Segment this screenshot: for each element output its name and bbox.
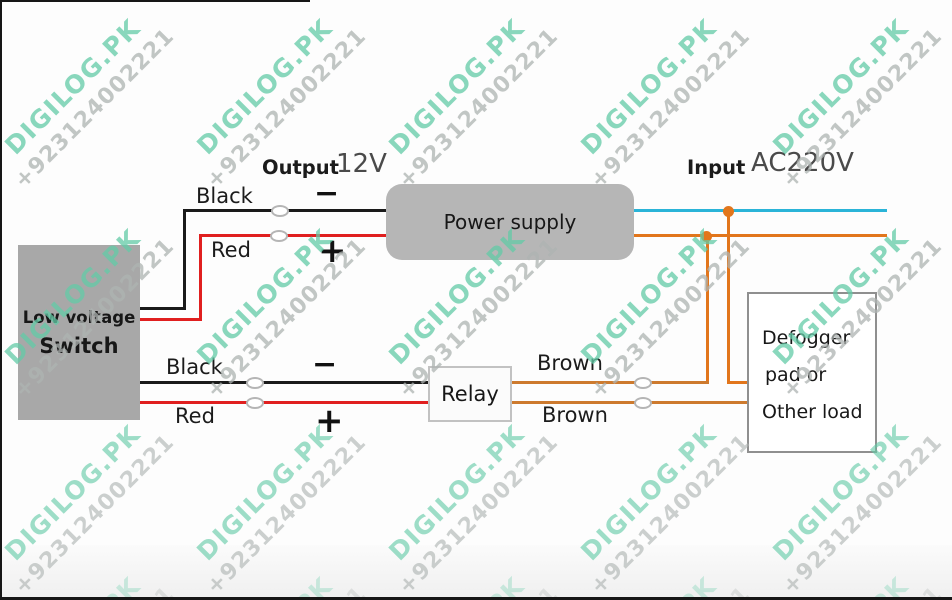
label-brown-top: Brown bbox=[537, 351, 603, 375]
watermark-brand-text: DIGILOG.PK bbox=[767, 13, 915, 161]
label-bottom-black: Black bbox=[166, 355, 223, 379]
label-bottom-red: Red bbox=[175, 404, 215, 428]
wire-red-bottom bbox=[140, 401, 428, 404]
connector-oval-brown-top bbox=[634, 377, 652, 389]
label-top-red: Red bbox=[211, 238, 251, 262]
wire-brown-bottom bbox=[512, 401, 748, 404]
frame-edge-top bbox=[0, 0, 310, 2]
relay-box: Relay bbox=[428, 366, 512, 422]
wire-black-top-vertical bbox=[183, 209, 186, 310]
watermark-brand-text: DIGILOG.PK bbox=[575, 13, 723, 161]
label-brown-bottom: Brown bbox=[542, 403, 608, 427]
power-supply-label: Power supply bbox=[443, 210, 577, 234]
wire-orange-drop-right bbox=[727, 211, 730, 384]
wire-ac-live-orange bbox=[634, 234, 887, 237]
wire-red-top-stub bbox=[140, 318, 202, 321]
power-supply-box: Power supply bbox=[386, 184, 634, 260]
wire-orange-drop-left bbox=[706, 236, 709, 384]
watermark-phone-text: +923124002221 bbox=[393, 23, 564, 194]
watermark-brand-text: DIGILOG.PK bbox=[383, 13, 531, 161]
output-caption: Output bbox=[262, 156, 339, 179]
connector-oval-bottom-red bbox=[246, 397, 264, 409]
bottom-shade-band bbox=[0, 545, 952, 600]
watermark-tile: DIGILOG.PK+923124002221 bbox=[717, 0, 952, 231]
watermark-phone-text: +923124002221 bbox=[9, 23, 180, 194]
wire-black-top-stub bbox=[140, 307, 186, 310]
output-voltage-value: 12V bbox=[336, 149, 387, 179]
connector-oval-brown-bottom bbox=[634, 397, 652, 409]
plus-sign-bottom: + bbox=[315, 401, 344, 441]
connector-oval-top-red bbox=[270, 230, 288, 242]
switch-label-line2: Switch bbox=[39, 333, 119, 358]
load-label-line1: Defogger bbox=[762, 327, 851, 349]
frame-edge-left bbox=[0, 0, 2, 600]
watermark-tile: DIGILOG.PK+923124002221 bbox=[0, 0, 217, 231]
minus-sign-top: − bbox=[314, 176, 340, 211]
relay-label: Relay bbox=[441, 382, 499, 406]
label-top-black: Black bbox=[196, 184, 253, 208]
watermark-tile: DIGILOG.PK+923124002221 bbox=[141, 0, 410, 231]
defogger-load-box: Defogger pad or Other load bbox=[747, 292, 877, 453]
minus-sign-bottom: − bbox=[312, 347, 338, 382]
frame-edge-bottom bbox=[0, 597, 952, 600]
watermark-brand-text: DIGILOG.PK bbox=[191, 13, 339, 161]
wire-black-bottom bbox=[140, 381, 428, 384]
plus-sign-top: + bbox=[318, 231, 347, 271]
wire-red-top-horizontal bbox=[199, 234, 387, 237]
connector-oval-top-black bbox=[271, 205, 289, 217]
wire-red-top-vertical bbox=[199, 234, 202, 321]
input-voltage-value: AC220V bbox=[751, 148, 854, 178]
load-label-line2: pad or bbox=[765, 364, 827, 386]
low-voltage-switch-box: Low voltage Switch bbox=[18, 245, 140, 420]
wire-orange-into-load bbox=[727, 381, 748, 384]
watermark-brand-text: DIGILOG.PK bbox=[0, 13, 147, 161]
load-label-line3: Other load bbox=[762, 401, 863, 423]
wire-ac-neutral-cyan bbox=[634, 209, 887, 212]
wire-brown-top bbox=[512, 381, 709, 384]
junction-dot-cyan-line bbox=[723, 206, 734, 217]
switch-label-line1: Low voltage bbox=[22, 307, 136, 327]
connector-oval-bottom-black bbox=[246, 377, 264, 389]
input-caption: Input bbox=[687, 156, 746, 179]
junction-dot-orange-line bbox=[701, 231, 712, 242]
